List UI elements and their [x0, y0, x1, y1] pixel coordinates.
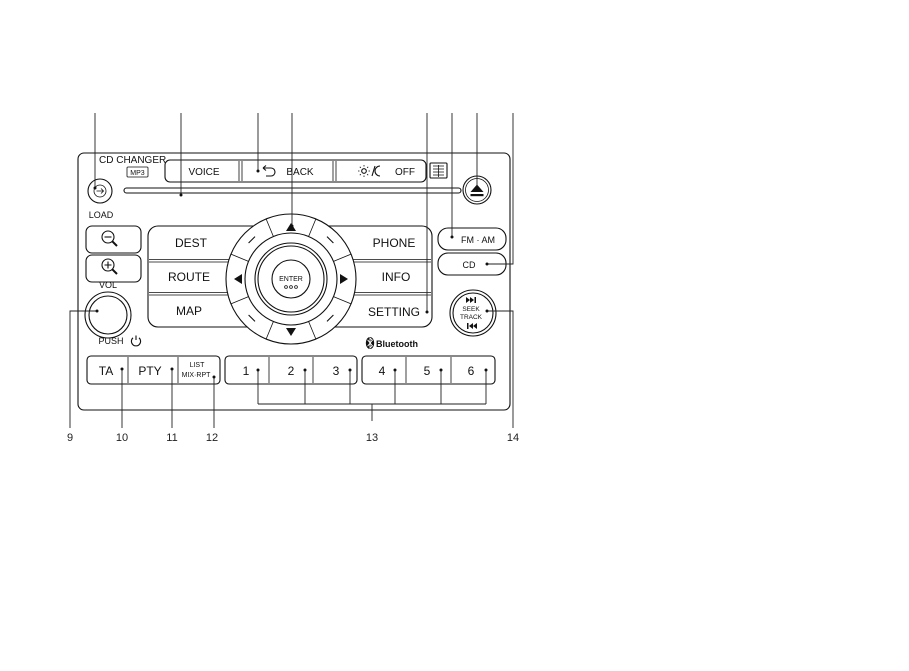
cd-label: CD	[463, 260, 476, 270]
back-label: BACK	[286, 167, 314, 178]
callout-13: 13	[366, 432, 378, 444]
seek-label: SEEK	[462, 306, 480, 313]
callout-9: 9	[67, 432, 73, 444]
push-label: PUSH	[98, 336, 123, 346]
cd-changer-label: CD CHANGER	[99, 155, 166, 166]
seek-track-button: SEEK TRACK	[450, 290, 496, 336]
bluetooth-label: Bluetooth	[376, 339, 418, 349]
enter-label: ENTER	[279, 276, 303, 283]
preset-button-1: 1	[243, 364, 250, 378]
preset-button-5: 5	[424, 364, 431, 378]
route-button: ROUTE	[168, 270, 210, 284]
voice-label: VOICE	[188, 167, 219, 178]
track-label: TRACK	[460, 314, 483, 321]
load-label: LOAD	[89, 210, 114, 220]
vol-label: VOL	[99, 280, 117, 290]
load-button	[88, 179, 112, 203]
preset-button-6: 6	[468, 364, 475, 378]
ta-button: TA	[99, 364, 113, 378]
callout-11: 11	[166, 432, 177, 444]
setting-button: SETTING	[368, 305, 420, 319]
fm-am-label: FM · AM	[461, 235, 495, 245]
phone-button: PHONE	[373, 236, 416, 250]
volume-knob	[85, 292, 131, 338]
off-label: OFF	[395, 167, 415, 178]
preset-button-3: 3	[333, 364, 340, 378]
callout-10: 10	[116, 432, 128, 444]
multi-function-dial: ENTER	[226, 214, 356, 344]
callout-14: 14	[507, 432, 519, 444]
list-label: LIST	[190, 362, 206, 369]
preset-button-2: 2	[288, 364, 295, 378]
map-button: MAP	[176, 304, 202, 318]
voice-button: VOICE	[188, 167, 219, 178]
mix-rpt-label: MIX·RPT	[182, 372, 212, 379]
bluetooth-icon	[366, 337, 374, 349]
preset-button-4: 4	[379, 364, 386, 378]
mp3-label: MP3	[130, 170, 145, 177]
callout-12: 12	[206, 432, 218, 444]
dest-button: DEST	[175, 236, 208, 250]
pty-button: PTY	[138, 364, 161, 378]
info-button: INFO	[382, 270, 411, 284]
